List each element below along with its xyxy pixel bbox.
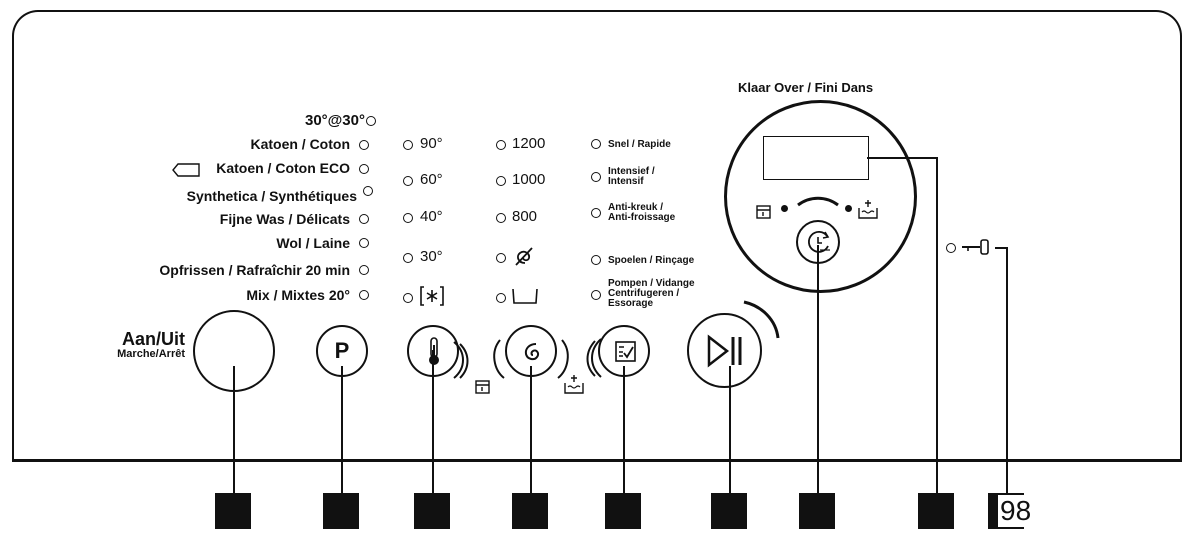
option-label-drain-1: Pompen / Vidange <box>608 278 695 289</box>
program-label-cotton: Katoen / Coton <box>250 136 350 152</box>
callout-line-8 <box>936 157 938 496</box>
temp-led-40 <box>403 213 413 223</box>
option-led-rinse <box>591 255 601 265</box>
option-led-drain <box>591 290 601 300</box>
program-led-delicates <box>359 214 369 224</box>
callout-line-6 <box>729 366 731 496</box>
callout-marker-3 <box>414 493 450 529</box>
power-sublabel: Marche/Arrêt <box>117 348 185 360</box>
play-pause-icon <box>707 334 742 368</box>
temperature-arc-icon <box>453 341 469 379</box>
clock-icon <box>808 231 830 253</box>
door-lock-led <box>946 243 956 253</box>
callout-marker-2 <box>323 493 359 529</box>
callout-marker-1 <box>215 493 251 529</box>
control-panel <box>12 10 1182 462</box>
callout-line-4 <box>530 366 532 496</box>
spin-label-1200: 1200 <box>512 135 546 152</box>
lock-pointer-h <box>995 247 1007 249</box>
option-label-anti-crease-1: Anti-kreuk / <box>608 202 664 213</box>
options-arc-icon <box>586 338 602 378</box>
callout-marker-5 <box>605 493 641 529</box>
temp-led-cold <box>403 293 413 303</box>
program-led-refresh <box>359 265 369 275</box>
program-led-30at30 <box>366 116 376 126</box>
start-arc-icon <box>743 300 780 339</box>
callout-line-5 <box>623 366 625 496</box>
program-label-wool: Wol / Laine <box>276 235 350 251</box>
callout-marker-4 <box>512 493 548 529</box>
spin-led-1000 <box>496 176 506 186</box>
temp-led-60 <box>403 176 413 186</box>
eco-tag-icon <box>172 163 200 177</box>
temp-led-90 <box>403 140 413 150</box>
callout-line-2 <box>341 366 343 496</box>
option-label-rinse: Spoelen / Rinçage <box>608 255 695 266</box>
callout-line-7 <box>817 245 819 496</box>
display-title: Klaar Over / Fini Dans <box>738 80 874 95</box>
display-pointer-h <box>867 157 937 159</box>
program-label-cotton-eco: Katoen / Coton ECO <box>216 160 350 176</box>
spin-label-800: 800 <box>512 208 538 225</box>
program-label-mix: Mix / Mixtes 20° <box>246 287 350 303</box>
temp-led-30 <box>403 253 413 263</box>
callout-marker-7 <box>799 493 835 529</box>
option-label-intensive-1: Intensief / <box>608 166 655 177</box>
page-number: 98 <box>998 495 1034 527</box>
option-label-drain-3: Essorage <box>608 298 654 309</box>
rinse-hold-icon <box>475 380 490 394</box>
program-label-30at30: 30°@30° <box>305 112 365 129</box>
start-pause-button[interactable] <box>687 313 762 388</box>
program-label-synthetics: Synthetica / Synthétiques <box>186 188 357 204</box>
time-display <box>763 136 869 180</box>
option-led-quick <box>591 139 601 149</box>
program-led-cotton <box>359 140 369 150</box>
dial-extra-water-icon <box>858 200 878 219</box>
thermometer-icon <box>429 337 439 365</box>
spin-led-800 <box>496 213 506 223</box>
option-led-intensive <box>591 172 601 182</box>
option-label-anti-crease-2: Anti-froissage <box>608 212 676 223</box>
option-label-drain-2: Centrifugeren / <box>608 288 680 299</box>
option-label-intensive-2: Intensif <box>608 176 644 187</box>
callout-line-3 <box>432 350 434 496</box>
snowflake-in-box-icon <box>420 286 444 306</box>
option-label-quick: Snel / Rapide <box>608 139 671 150</box>
spin-led-no-spin <box>496 253 506 263</box>
dial-led-right <box>845 205 852 212</box>
spin-arc-icon <box>493 339 569 379</box>
temp-label-30: 30° <box>420 248 443 265</box>
program-led-cotton-eco <box>359 164 369 174</box>
callout-marker-8 <box>918 493 954 529</box>
dial-rinse-hold-icon <box>756 205 771 219</box>
program-label-refresh: Opfrissen / Rafraîchir 20 min <box>159 262 350 278</box>
temp-label-40: 40° <box>420 208 443 225</box>
program-led-synthetics <box>363 186 373 196</box>
temp-label-90: 90° <box>420 135 443 152</box>
callout-line-9 <box>1006 247 1008 496</box>
dial-arc-icon <box>797 196 839 207</box>
extra-water-icon <box>564 375 584 394</box>
program-led-wool <box>359 238 369 248</box>
spin-led-rinse-hold <box>496 293 506 303</box>
spin-icon <box>524 343 540 361</box>
program-p-icon: P <box>334 338 350 363</box>
checklist-icon <box>615 341 636 362</box>
program-led-mix <box>359 290 369 300</box>
key-lock-icon <box>962 239 989 255</box>
callout-line-1 <box>233 366 235 496</box>
callout-marker-6 <box>711 493 747 529</box>
no-spin-icon <box>515 247 533 266</box>
tub-icon <box>512 288 538 304</box>
dial-led-left <box>781 205 788 212</box>
program-label-delicates: Fijne Was / Délicats <box>219 211 350 227</box>
spin-led-1200 <box>496 140 506 150</box>
option-led-anti-crease <box>591 208 601 218</box>
power-label: Aan/Uit <box>122 329 185 349</box>
spin-label-1000: 1000 <box>512 171 546 188</box>
temp-label-60: 60° <box>420 171 443 188</box>
